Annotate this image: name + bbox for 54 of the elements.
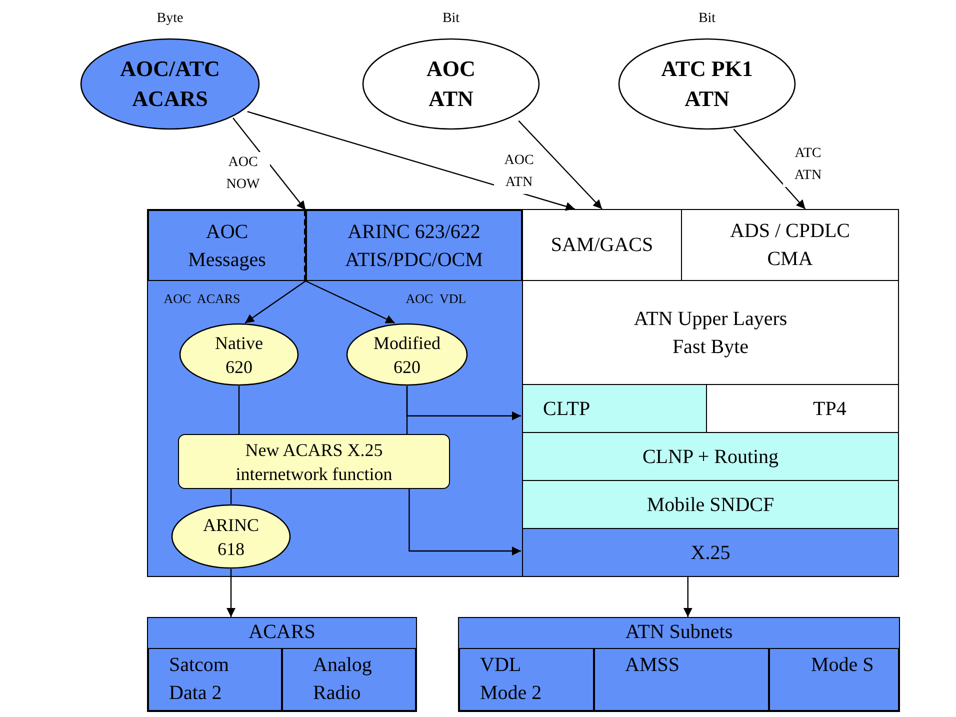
node-label: AMSS xyxy=(625,653,680,678)
layer-cell xyxy=(459,648,594,711)
arrow xyxy=(518,120,602,210)
node-label: ARINC 618 xyxy=(202,514,260,560)
node-label: ARINC 623/622 ATIS/PDC/OCM xyxy=(344,220,484,272)
node-label: Mobile SNDCF xyxy=(646,492,776,518)
layer-cell xyxy=(148,210,306,281)
layer-box xyxy=(522,528,899,577)
node-label: AOC Messages xyxy=(187,220,267,272)
dashed-divider xyxy=(304,210,308,281)
layer-box xyxy=(522,384,707,433)
subnet-panel xyxy=(147,617,417,712)
node-label: Modified 620 xyxy=(372,332,442,378)
node-label: CLTP xyxy=(543,396,592,422)
layer-box xyxy=(522,480,899,529)
caption-label: Bit xyxy=(697,10,717,28)
arrow xyxy=(226,569,236,617)
arrow xyxy=(733,128,806,210)
arrow xyxy=(683,577,692,617)
node-label: TP4 xyxy=(813,396,848,422)
layer-cell xyxy=(306,210,522,281)
layer-box xyxy=(522,432,899,481)
caption-label: Bit xyxy=(441,10,461,28)
node-label: X.25 xyxy=(690,540,732,566)
caption-label: Byte xyxy=(156,10,184,28)
arrow xyxy=(305,280,396,324)
node-label: Native 620 xyxy=(214,332,264,378)
layer-cell xyxy=(282,648,416,711)
node-label: New ACARS X.25 internetwork function xyxy=(234,438,394,486)
layer-cell xyxy=(594,648,769,711)
node-label: Mode S xyxy=(811,653,875,678)
arrow xyxy=(406,386,521,420)
subnet-panel xyxy=(458,617,900,712)
layer-box xyxy=(147,209,523,577)
node-label: ATN Upper Layers Fast Byte xyxy=(632,306,788,360)
node-label: CLNP + Routing xyxy=(641,444,780,470)
panel-heading: ATN Subnets xyxy=(624,620,734,645)
arrow xyxy=(232,118,306,210)
node-label: ATC PK1 ATN xyxy=(660,55,754,113)
layer-cell xyxy=(769,648,899,711)
node-label: SAM/GACS xyxy=(550,233,654,258)
node-label: Satcom Data 2 xyxy=(169,653,230,706)
arrow xyxy=(247,111,575,211)
node-label: AOC ATN xyxy=(426,55,476,113)
node-label: VDL Mode 2 xyxy=(480,653,543,706)
arrow xyxy=(244,280,306,324)
arrow xyxy=(408,489,521,556)
function-box xyxy=(178,434,450,489)
layer-box xyxy=(681,209,899,281)
panel-heading: ACARS xyxy=(248,620,316,645)
node-label: AOC/ATC ACARS xyxy=(119,55,221,113)
node-label: ADS / CPDLC CMA xyxy=(728,219,852,272)
node-label: Analog Radio xyxy=(313,653,373,706)
layer-cell xyxy=(148,648,282,711)
